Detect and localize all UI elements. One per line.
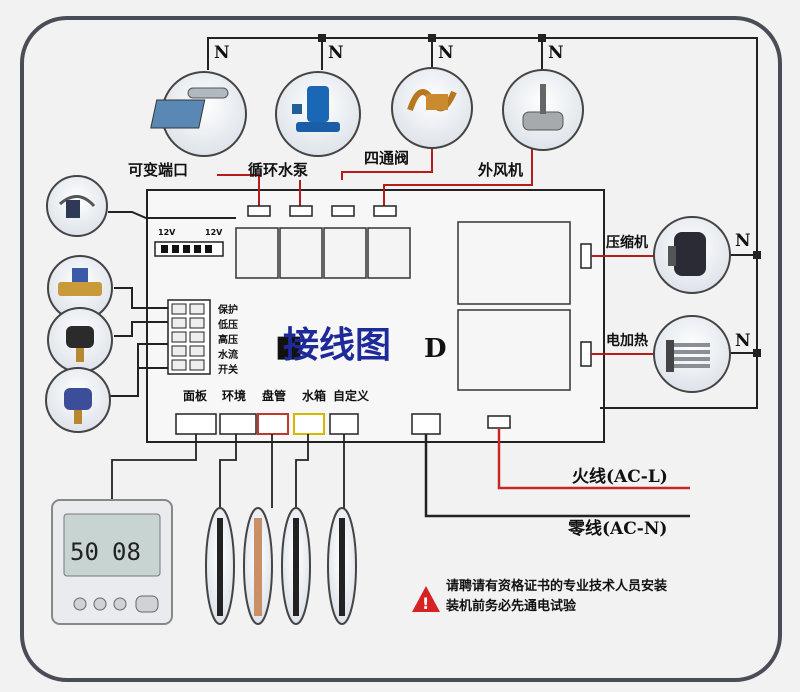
compressor-icon bbox=[674, 232, 706, 276]
pressure-switch-top bbox=[46, 175, 108, 237]
fan-motor-icon bbox=[522, 111, 564, 131]
flow-switch-icon bbox=[58, 282, 102, 296]
probe-wires bbox=[111, 434, 345, 508]
four-way-valve-device bbox=[391, 67, 473, 149]
compressor-device bbox=[653, 216, 731, 294]
warning-icon bbox=[412, 586, 440, 612]
n-label-3: N bbox=[438, 43, 454, 63]
protect-labels: 保护 低压 高压 水流 开关 bbox=[217, 303, 238, 376]
water-pump-device bbox=[275, 71, 361, 157]
top-terminals bbox=[247, 205, 397, 217]
high-pressure-switch bbox=[45, 367, 111, 433]
sensor-labels: 面板 环境 盘管 水箱 自定义 bbox=[183, 388, 370, 403]
sensor-connectors bbox=[175, 413, 359, 435]
thermostat-panel: 50 08 bbox=[51, 499, 173, 625]
n-label-5: N bbox=[735, 231, 751, 251]
panel-button-2[interactable] bbox=[93, 597, 107, 611]
warning-line-2: 装机前务必先通电试验 bbox=[445, 598, 577, 614]
lcd-value-2: 08 bbox=[112, 538, 141, 566]
neutral-wire-label: 零线(AC-N) bbox=[567, 518, 667, 539]
temperature-probes bbox=[205, 507, 357, 625]
solar-heater-device bbox=[150, 71, 247, 157]
probe-icon bbox=[217, 518, 223, 616]
sensor-label-panel: 面板 bbox=[183, 388, 208, 403]
sensor-label-ambient: 环境 bbox=[222, 388, 246, 403]
n-label-4: N bbox=[548, 43, 564, 63]
heating-coil-icon bbox=[670, 343, 710, 368]
label-12v-left: 12V bbox=[158, 228, 176, 237]
probe-icon bbox=[254, 518, 262, 616]
heater-contactor bbox=[457, 309, 571, 391]
label-circulating-pump: 循环水泵 bbox=[248, 161, 308, 179]
panel-button-3[interactable] bbox=[113, 597, 127, 611]
12v-pins bbox=[161, 245, 212, 253]
live-wire bbox=[497, 428, 690, 490]
relay-boxes bbox=[235, 227, 411, 279]
probe-icon bbox=[293, 518, 299, 616]
label-compressor: 压缩机 bbox=[606, 234, 648, 251]
solar-panel-icon bbox=[150, 99, 206, 129]
sensor-label-tank: 水箱 bbox=[302, 388, 326, 403]
warning-notice: ! 请聘请有资格证书的专业技术人员安装 装机前务必先通电试验 bbox=[412, 578, 667, 614]
label-variable-port: 可变端口 bbox=[128, 161, 188, 179]
protect-label-4: 水流 bbox=[217, 348, 238, 361]
svg-text:!: ! bbox=[422, 594, 429, 613]
panel-button-1[interactable] bbox=[73, 597, 87, 611]
probe-icon bbox=[339, 518, 345, 616]
protect-label-3: 高压 bbox=[218, 333, 238, 346]
sensor-label-custom: 自定义 bbox=[333, 388, 370, 403]
label-12v-right: 12V bbox=[205, 228, 223, 237]
label-four-way-valve: 四通阀 bbox=[364, 149, 409, 167]
sensor-label-coil: 盘管 bbox=[262, 388, 286, 403]
label-outdoor-fan: 外风机 bbox=[477, 161, 523, 179]
outdoor-fan-device bbox=[502, 69, 584, 151]
warning-line-1: 请聘请有资格证书的专业技术人员安装 bbox=[446, 578, 667, 594]
protect-label-1: 保护 bbox=[217, 303, 238, 316]
compressor-contactor bbox=[457, 221, 571, 305]
outer-frame bbox=[20, 16, 782, 682]
neutral-wire bbox=[424, 434, 690, 518]
heater-device bbox=[653, 315, 731, 393]
bus-junctions bbox=[318, 34, 761, 357]
n-label-1: N bbox=[214, 43, 230, 63]
n-label-6: N bbox=[735, 331, 751, 351]
lcd-value-1: 50 bbox=[70, 538, 99, 566]
pressure-switch-icon bbox=[66, 326, 94, 348]
board-model-partial: ■ bbox=[275, 329, 303, 364]
low-pressure-switch bbox=[47, 307, 113, 373]
protect-terminal-slots bbox=[171, 303, 205, 371]
switch-icon bbox=[66, 200, 80, 218]
pump-icon bbox=[307, 86, 329, 122]
live-terminal bbox=[487, 415, 511, 429]
left-sensor-wires bbox=[108, 211, 236, 397]
protect-label-5: 开关 bbox=[218, 363, 238, 376]
lcd-screen bbox=[63, 513, 161, 577]
protect-label-2: 低压 bbox=[217, 318, 238, 331]
live-wire-label: 火线(AC-L) bbox=[572, 466, 668, 487]
title-suffix: D bbox=[424, 334, 447, 364]
n-label-2: N bbox=[328, 43, 344, 63]
compressor-terminal bbox=[580, 243, 592, 269]
top-device-wires bbox=[217, 148, 533, 206]
water-flow-switch bbox=[47, 255, 113, 321]
pressure-switch-icon bbox=[64, 388, 92, 410]
label-electric-heater: 电加热 bbox=[606, 332, 648, 349]
title-text: 接线图 bbox=[283, 325, 391, 366]
panel-button-4[interactable] bbox=[135, 595, 159, 613]
neutral-terminal bbox=[411, 413, 441, 435]
heater-terminal bbox=[580, 341, 592, 367]
